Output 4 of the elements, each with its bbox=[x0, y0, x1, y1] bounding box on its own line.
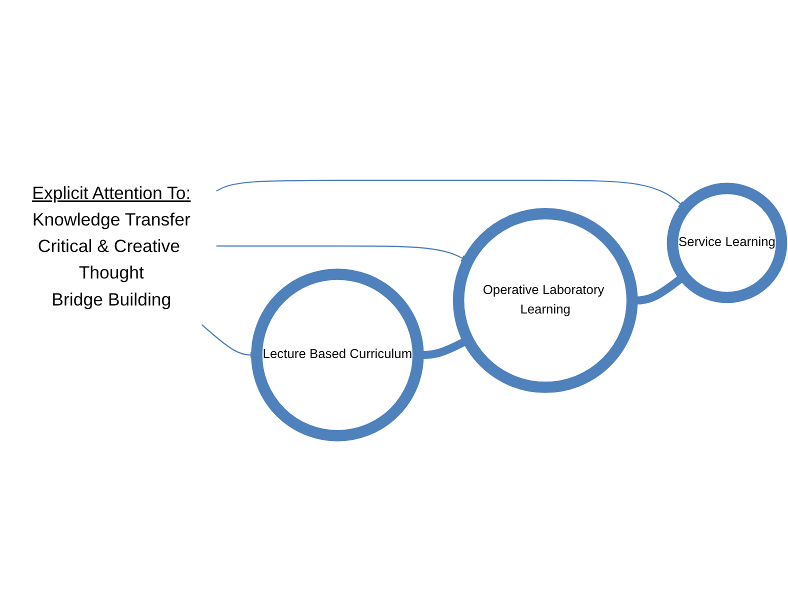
node-circle: Operative Laboratory Learning bbox=[452, 208, 638, 393]
node-circle: Service Learning bbox=[666, 182, 788, 304]
node-text: Explicit Attention To: Knowledge Transfer Critical & Creative Thought Bridge Building bbox=[32, 182, 191, 310]
node-circle: Lecture Based Curriculum bbox=[251, 268, 424, 442]
